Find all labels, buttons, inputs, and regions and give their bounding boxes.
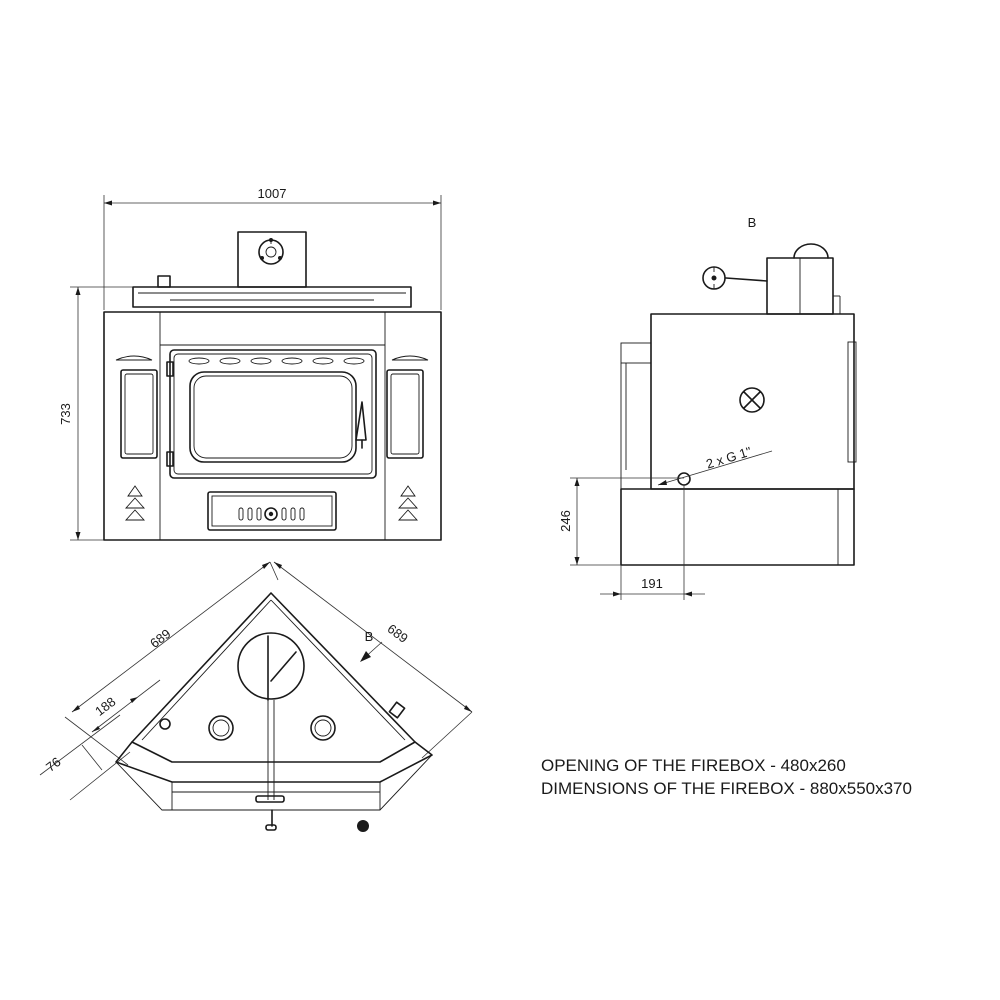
water-inlet-icon: [739, 387, 765, 413]
note-firebox-opening: OPENING OF THE FIREBOX - 480x260: [541, 756, 846, 775]
corner-side-right-label: 689: [385, 621, 411, 646]
air-regulator-icon: [264, 507, 278, 521]
flue-pipe-dome: [793, 243, 829, 259]
stove-body: [103, 311, 442, 541]
top-stub: [157, 275, 171, 288]
firebox-door: [166, 349, 377, 479]
connection-height-label: 246: [558, 510, 573, 532]
width-dimension: 1007: [103, 186, 442, 310]
left-vent-slot: [115, 355, 153, 361]
left-pipe-icon: [208, 715, 234, 741]
door-hinge-top: [166, 361, 174, 377]
door-glass: [189, 371, 357, 463]
door-handle-top-view: [255, 795, 285, 803]
top-plate: [132, 286, 412, 308]
adjust-knob-icon: [357, 820, 369, 832]
width-label: 1007: [258, 186, 287, 201]
right-vent-slot: [391, 355, 429, 361]
flue-outlet-icon: [237, 632, 305, 700]
notes: OPENING OF THE FIREBOX - 480x260 DIMENSI…: [541, 756, 912, 798]
corner-body: [115, 592, 433, 811]
connection-port-icon: [677, 472, 691, 486]
top-view: 689 689 188 76 B: [39, 561, 473, 832]
right-side-window: [386, 369, 424, 459]
side-view: B 2 x G 1" 246: [558, 215, 857, 600]
height-dimension: 733: [58, 286, 135, 541]
corner-offset-76-label: 76: [43, 754, 64, 775]
connection-label: 2 x G 1": [704, 444, 753, 472]
side-fitting: [388, 701, 406, 719]
front-view: 1007 733: [58, 186, 442, 541]
small-port-icon: [159, 718, 171, 730]
side-base: [620, 488, 855, 566]
door-handle: [355, 401, 367, 441]
connection-offset-label: 191: [641, 576, 663, 591]
side-view-label: B: [748, 215, 757, 230]
height-label: 733: [58, 403, 73, 425]
right-pipe-icon: [310, 715, 336, 741]
flue-collar: [237, 231, 307, 288]
note-firebox-dimensions: DIMENSIONS OF THE FIREBOX - 880x550x370: [541, 779, 912, 798]
left-side-window: [120, 369, 158, 459]
view-arrow-label: B: [365, 629, 374, 644]
ash-drawer: [207, 491, 337, 531]
corner-side-left-label: 689: [147, 626, 173, 651]
side-front-lip: [620, 342, 652, 364]
door-hinge-bottom: [166, 451, 174, 467]
